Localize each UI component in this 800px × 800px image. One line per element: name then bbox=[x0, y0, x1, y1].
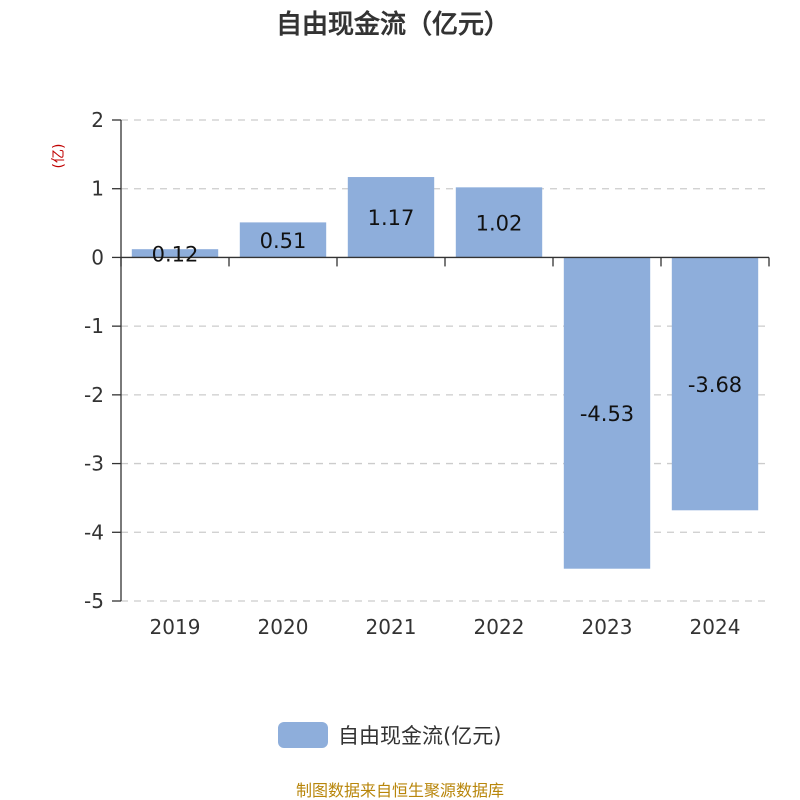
x-tick-label: 2023 bbox=[582, 615, 633, 639]
x-tick-label: 2021 bbox=[366, 615, 417, 639]
bar-2022 bbox=[455, 187, 543, 258]
data-label-2022: 1.02 bbox=[476, 211, 523, 235]
y-tick-label: -3 bbox=[84, 452, 104, 476]
y-axis-unit-label: (亿) bbox=[51, 144, 67, 169]
axes: 2 1 0 -1 -2 -3 -4 -5 2019 2020 2021 2022 2023 2024 bbox=[84, 108, 770, 639]
data-source-note: 制图数据来自恒生聚源数据库 bbox=[296, 781, 504, 800]
y-tick-label: -4 bbox=[84, 520, 104, 544]
bar-2023 bbox=[563, 257, 651, 569]
bar-2024 bbox=[671, 257, 759, 511]
data-label-2021: 1.17 bbox=[368, 206, 415, 230]
y-tick-label: 0 bbox=[91, 245, 104, 269]
legend-label: 自由现金流(亿元) bbox=[338, 724, 501, 748]
data-label-2020: 0.51 bbox=[260, 229, 307, 253]
bar-2019 bbox=[131, 249, 219, 258]
x-tick-label: 2019 bbox=[150, 615, 201, 639]
bar-2021 bbox=[347, 177, 435, 258]
bar-2020 bbox=[239, 222, 327, 258]
y-tick-label: -5 bbox=[84, 589, 104, 613]
chart-title: 自由现金流（亿元） bbox=[276, 9, 510, 40]
y-tick-label: -1 bbox=[84, 314, 104, 338]
data-label-2019: 0.12 bbox=[152, 242, 199, 266]
data-labels: 0.12 0.51 1.17 1.02 -4.53 -3.68 bbox=[152, 206, 743, 426]
bars bbox=[131, 177, 759, 569]
gridlines bbox=[121, 119, 769, 602]
data-label-2024: -3.68 bbox=[688, 373, 742, 397]
x-tick-label: 2022 bbox=[474, 615, 525, 639]
x-tick-label: 2024 bbox=[690, 615, 741, 639]
y-tick-label: 1 bbox=[91, 177, 104, 201]
y-tick-label: 2 bbox=[91, 108, 104, 132]
legend-swatch bbox=[278, 722, 328, 748]
x-tick-label: 2020 bbox=[258, 615, 309, 639]
y-tick-label: -2 bbox=[84, 383, 104, 407]
legend[interactable]: 自由现金流(亿元) bbox=[278, 722, 501, 748]
data-label-2023: -4.53 bbox=[580, 402, 634, 426]
